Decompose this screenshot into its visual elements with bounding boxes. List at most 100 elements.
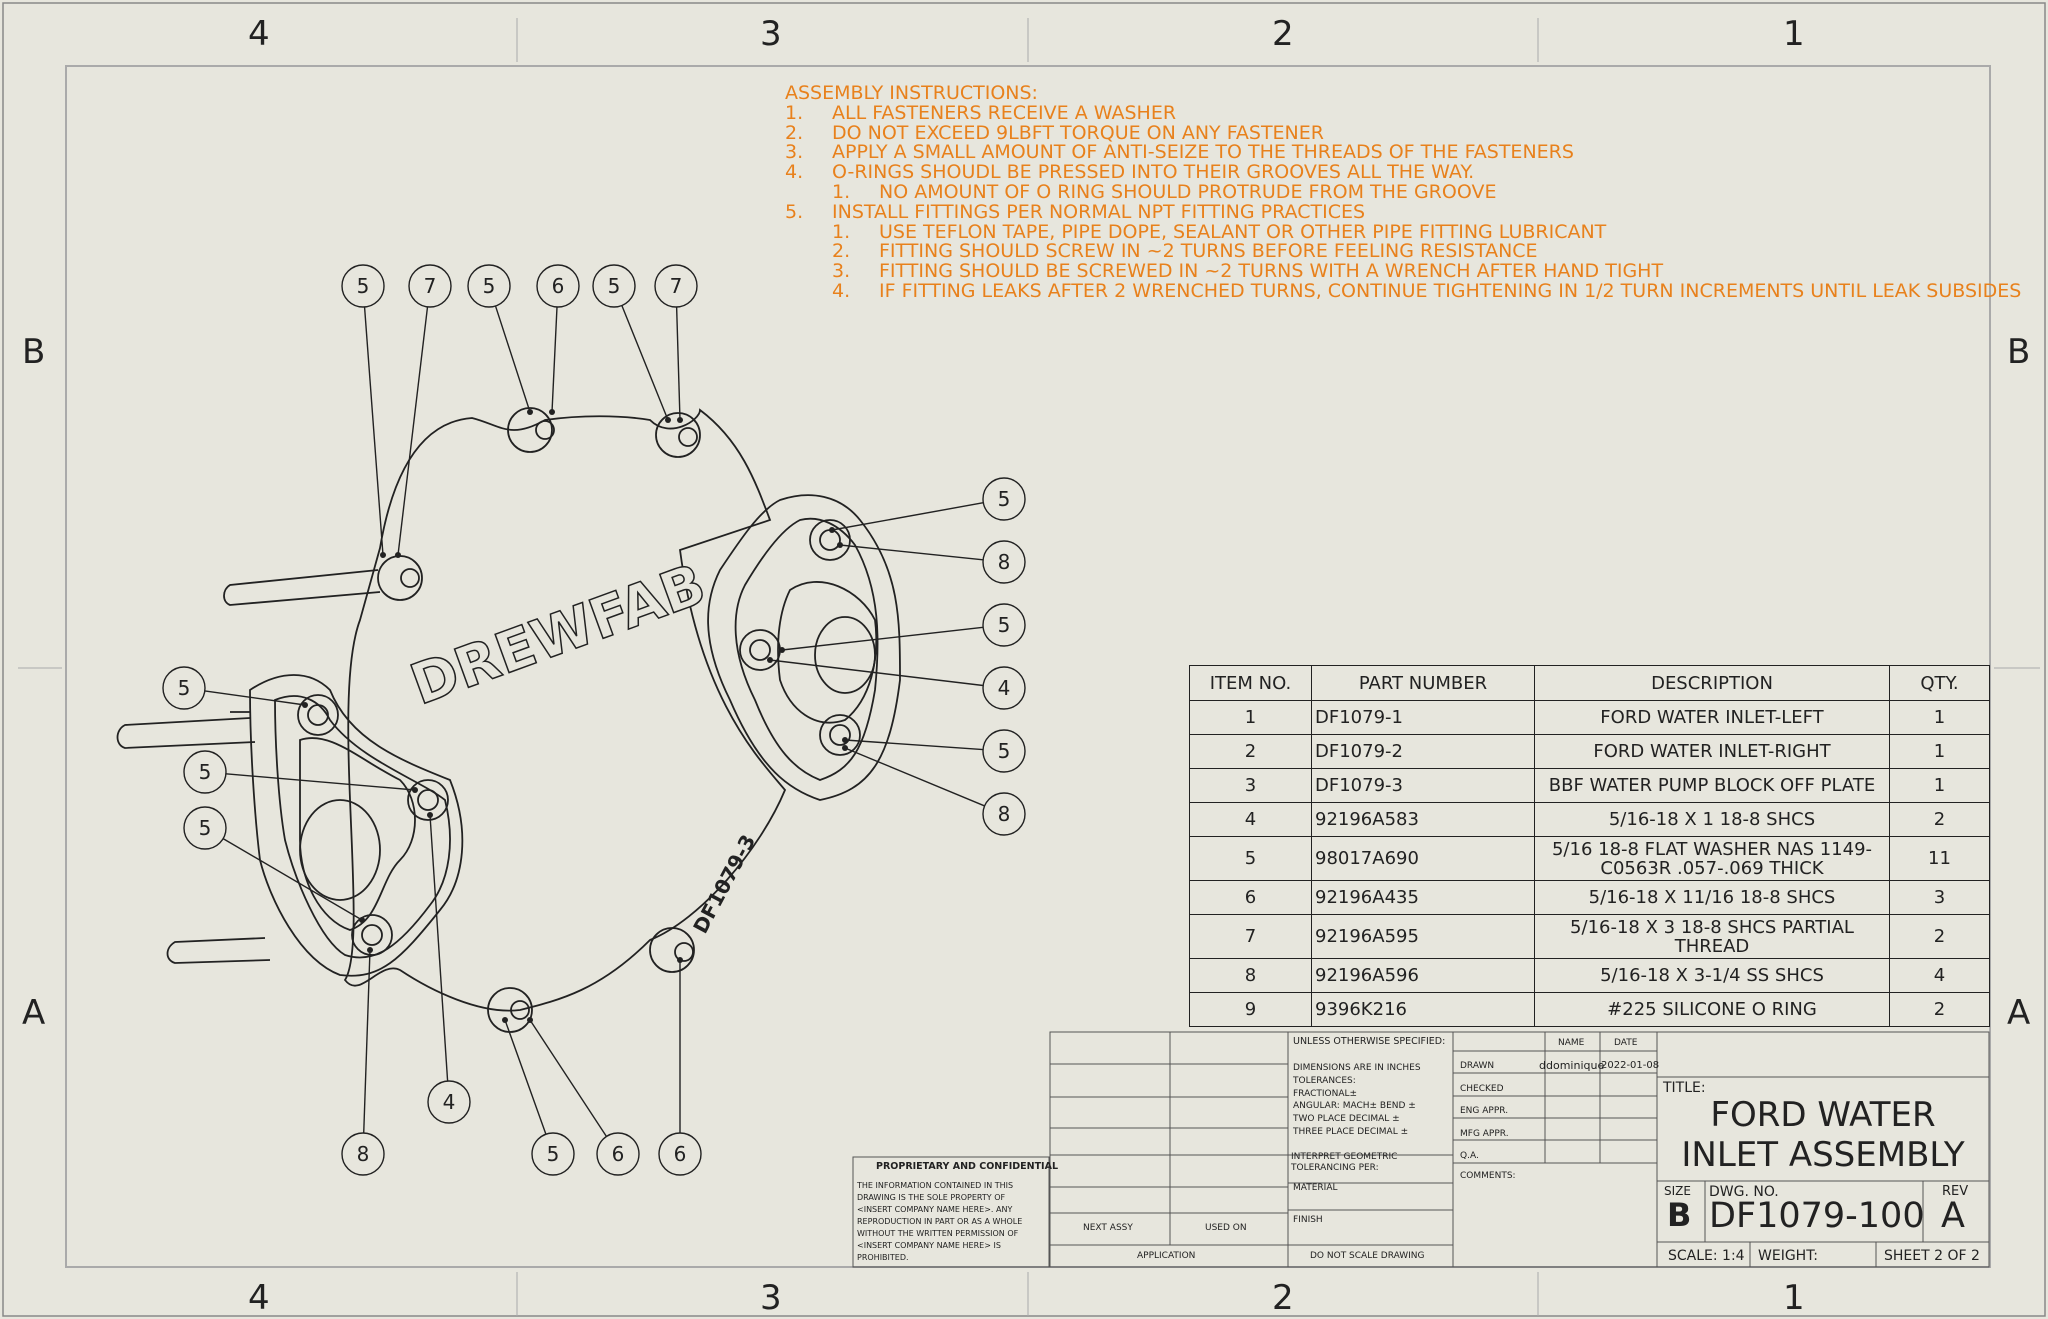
- balloon-arrowhead: [395, 552, 401, 558]
- balloon-circle: [427, 1080, 471, 1124]
- instruction-line: 2.FITTING SHOULD SCREW IN ~2 TURNS BEFOR…: [785, 241, 2021, 262]
- balloon-number: 6: [552, 274, 565, 298]
- drawing-title-line-1: FORD WATER: [1710, 1095, 1936, 1135]
- balloon-number: 8: [998, 802, 1011, 826]
- proprietary-line: <INSERT COMPANY NAME HERE>. ANY: [857, 1205, 1013, 1214]
- dwg-no-label: DWG. NO.: [1709, 1184, 1779, 1200]
- balloon-leader: [781, 626, 984, 651]
- bom-qty: 2: [1889, 914, 1990, 959]
- balloon-leader: [769, 659, 984, 687]
- instruction-text: NO AMOUNT OF O RING SHOULD PROTRUDE FROM…: [879, 180, 1497, 203]
- bom-description-line: C0563R .057-.069 THICK: [1600, 857, 1824, 879]
- tolerance-line: THREE PLACE DECIMAL ±: [1293, 1126, 1409, 1137]
- instruction-number: 1.: [785, 101, 804, 124]
- balloon-leader: [504, 1019, 547, 1135]
- bom-description-line: 5/16-18 X 1 18-8 SHCS: [1608, 809, 1816, 830]
- balloon-arrowhead: [779, 647, 785, 653]
- instruction-line: 3.FITTING SHOULD BE SCREWED IN ~2 TURNS …: [785, 261, 2021, 282]
- bom-qty: 1: [1889, 768, 1990, 803]
- balloon-circle: [531, 1132, 575, 1176]
- proprietary-line: <INSERT COMPANY NAME HERE> IS: [857, 1241, 1001, 1250]
- balloon-arrowhead: [302, 702, 308, 708]
- proprietary-line: REPRODUCTION IN PART OR AS A WHOLE: [857, 1217, 1023, 1226]
- balloon-number: 5: [547, 1142, 560, 1166]
- bom-part-number: DF1079-1: [1311, 700, 1535, 735]
- instruction-text: IF FITTING LEAKS AFTER 2 WRENCHED TURNS,…: [879, 279, 2022, 302]
- sheet-size: B: [1667, 1196, 1692, 1234]
- balloon-number: 5: [178, 676, 191, 700]
- balloon-number: 5: [998, 739, 1011, 763]
- drawing-number: DF1079-100: [1709, 1196, 1925, 1236]
- instruction-number: 4.: [832, 279, 851, 302]
- size-label: SIZE: [1664, 1184, 1691, 1198]
- bom-part-number: 92196A583: [1311, 802, 1535, 837]
- balloon-leader: [363, 306, 384, 556]
- instruction-line: 4. O-RINGS SHOUDL BE PRESSED INTO THEIR G…: [785, 161, 2021, 184]
- balloon-arrowhead: [367, 947, 373, 953]
- balloon-circle: [341, 1132, 385, 1176]
- balloon-circle: [982, 477, 1026, 521]
- bom-header-description: DESCRIPTION: [1534, 665, 1890, 701]
- bom-part-number: 92196A435: [1311, 880, 1535, 915]
- name-header: NAME: [1558, 1038, 1585, 1048]
- balloon-circle: [982, 729, 1026, 773]
- revision: A: [1941, 1196, 1965, 1236]
- balloon-number: 5: [998, 613, 1011, 637]
- instruction-number: 1.: [832, 180, 851, 203]
- bom-description: #225 SILICONE O RING: [1534, 992, 1890, 1027]
- proprietary-line: WITHOUT THE WRITTEN PERMISSION OF: [857, 1229, 1019, 1238]
- bom-description-line: 5/16-18 X 3 18-8 SHCS PARTIAL: [1570, 916, 1854, 938]
- bom-description: 5/16-18 X 3-1/4 SS SHCS: [1534, 958, 1890, 993]
- assembly-instructions: ASSEMBLY INSTRUCTIONS: 1.ALL FASTENERS R…: [785, 83, 2022, 302]
- application-label: APPLICATION: [1137, 1251, 1196, 1261]
- balloon-leader: [494, 305, 531, 413]
- balloon-arrowhead: [380, 552, 386, 558]
- zone-col-3-bottom: 3: [760, 1278, 782, 1318]
- bom-part-number: DF1079-3: [1311, 768, 1535, 803]
- balloon-leader: [844, 739, 984, 751]
- sheet-number: SHEET 2 OF 2: [1884, 1248, 1980, 1264]
- balloon-number: 7: [670, 274, 683, 298]
- balloon-number: 5: [998, 487, 1011, 511]
- zone-row-a-right: A: [2007, 993, 2031, 1033]
- balloon-leader: [363, 949, 371, 1134]
- instruction-text: APPLY A SMALL AMOUNT OF ANTI-SEIZE TO TH…: [832, 141, 1574, 164]
- balloon-number: 6: [674, 1142, 687, 1166]
- date-header: DATE: [1614, 1038, 1638, 1048]
- bom-description-line: #225 SILICONE O RING: [1607, 999, 1817, 1020]
- balloon-circle: [658, 1132, 702, 1176]
- instruction-number: 4.: [785, 161, 804, 184]
- balloon-circle: [183, 750, 227, 794]
- instruction-line: 2.DO NOT EXCEED 9LBFT TORQUE ON ANY FAST…: [785, 121, 2021, 144]
- tolerance-line: TOLERANCES:: [1293, 1075, 1356, 1086]
- used-on-label: USED ON: [1205, 1223, 1247, 1233]
- instruction-number: 2.: [785, 121, 804, 144]
- instruction-line: 1.ALL FASTENERS RECEIVE A WASHER: [785, 101, 2021, 124]
- bom-description-line: BBF WATER PUMP BLOCK OFF PLATE: [1548, 775, 1876, 796]
- bom-qty: 3: [1889, 880, 1990, 915]
- balloon-arrowhead: [829, 527, 835, 533]
- drawn-label: DRAWN: [1460, 1061, 1495, 1071]
- balloon-arrowhead: [502, 1017, 508, 1023]
- bom-header-item: ITEM NO.: [1189, 665, 1312, 701]
- zone-col-1-top: 1: [1783, 14, 1805, 54]
- balloon-arrowhead: [412, 787, 418, 793]
- instruction-text: O-RINGS SHOUDL BE PRESSED INTO THEIR GRO…: [832, 161, 1475, 184]
- finish-label: FINISH: [1293, 1215, 1323, 1225]
- bom-description-line: FORD WATER INLET-RIGHT: [1593, 741, 1831, 762]
- balloon-arrowhead: [767, 657, 773, 663]
- proprietary-line: DRAWING IS THE SOLE PROPERTY OF: [857, 1193, 1006, 1202]
- balloon-leader: [204, 690, 306, 706]
- balloon-number: 6: [612, 1142, 625, 1166]
- qa-label: Q.A.: [1460, 1151, 1479, 1161]
- drawn-name: ddominique: [1539, 1059, 1605, 1072]
- balloon-number: 5: [483, 274, 496, 298]
- checked-label: CHECKED: [1460, 1084, 1504, 1094]
